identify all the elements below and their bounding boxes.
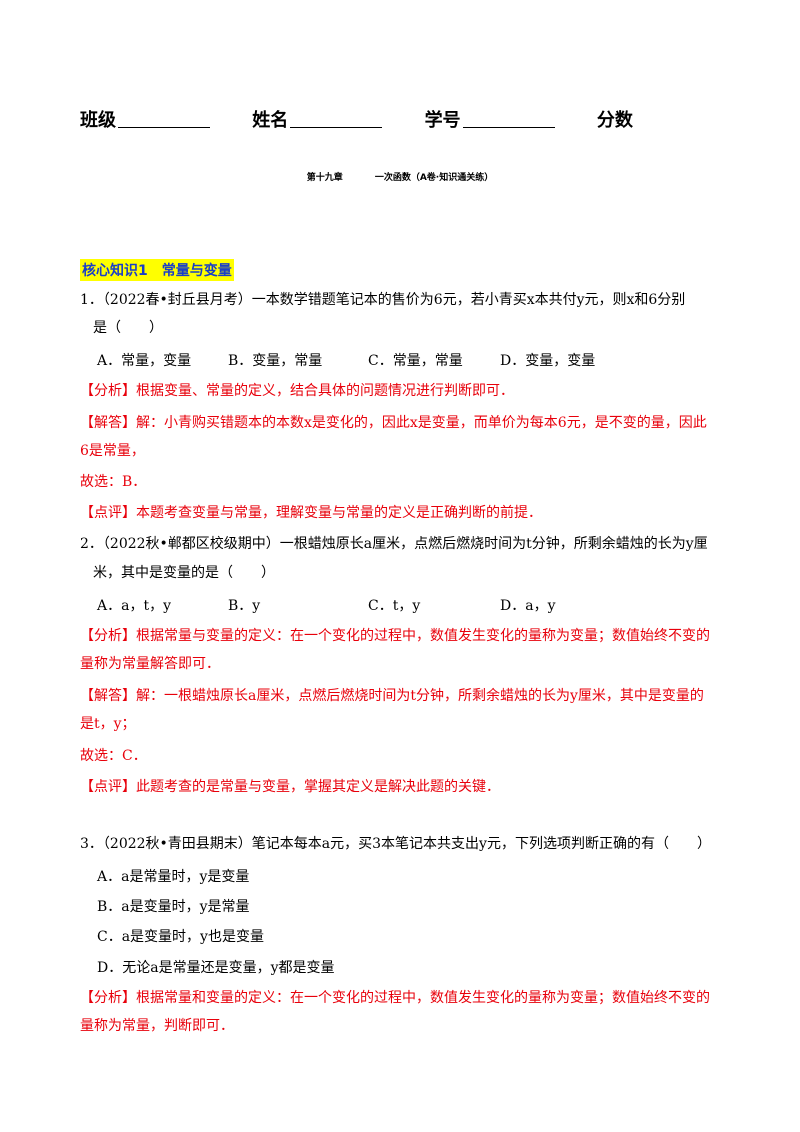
q2-option-b: B．y — [228, 598, 261, 614]
q1-option-b: B．变量，常量 — [228, 353, 323, 369]
class-field: 班级 — [80, 106, 210, 132]
q3-option-c: C．a是变量时，y也是变量 — [97, 929, 264, 945]
name-blank[interactable] — [290, 109, 383, 128]
q1-analysis: 【分析】根据变量、常量的定义，结合具体的问题情况进行判断即可． — [80, 383, 514, 399]
q3-option-b: B．a是变量时，y是常量 — [97, 899, 250, 915]
q3-analysis-line2: 量称为常量，判断即可． — [80, 1018, 234, 1034]
id-field: 学号 — [425, 106, 555, 132]
q2-option-a: A．a，t，y — [97, 598, 171, 614]
q2-solution-line2: 是t，y； — [80, 716, 136, 732]
student-info-header: 班级 姓名 学号 分数 — [80, 106, 669, 132]
name-field: 姓名 — [252, 106, 383, 132]
q1-stem-line2: 是（ ） — [93, 320, 163, 336]
page-title: 第十九章 一次函数（A卷·知识通关练） — [0, 170, 800, 183]
id-label: 学号 — [424, 110, 461, 131]
q2-analysis-line2: 量称为常量解答即可． — [80, 656, 220, 672]
q2-stem-line1: 2．（2022秋•郸都区校级期中）一根蜡烛原长a厘米，点燃后燃烧时间为t分钟，所… — [80, 536, 708, 552]
q1-answer: 故选：B． — [80, 474, 147, 490]
section-heading: 核心知识1 常量与变量 — [80, 259, 234, 281]
class-label: 班级 — [80, 110, 116, 131]
score-field: 分数 — [597, 106, 633, 132]
q2-analysis-line1: 【分析】根据常量与变量的定义：在一个变化的过程中，数值发生变化的量称为变量；数值… — [80, 628, 710, 644]
q2-comment: 【点评】此题考查的是常量与变量，掌握其定义是解决此题的关键． — [80, 779, 500, 795]
q2-stem-line2: 米，其中是变量的是（ ） — [93, 565, 275, 581]
q1-comment: 【点评】本题考查变量与常量，理解变量与常量的定义是正确判断的前提． — [80, 505, 542, 521]
id-blank[interactable] — [462, 109, 555, 128]
q1-option-a: A．常量，变量 — [97, 353, 192, 369]
q2-option-c: C．t，y — [368, 598, 421, 614]
chapter-label: 第十九章 — [306, 173, 343, 183]
q1-option-d: D．变量，变量 — [500, 353, 596, 369]
q1-solution-line1: 【解答】解：小青购买错题本的本数x是变化的，因此x是变量，而单价为每本6元，是不… — [80, 415, 707, 431]
q2-answer: 故选：C． — [80, 748, 147, 764]
name-label: 姓名 — [252, 110, 289, 131]
q2-solution-line1: 【解答】解：一根蜡烛原长a厘米，点燃后燃烧时间为t分钟，所剩余蜡烛的长为y厘米，… — [80, 688, 704, 704]
q1-solution-line2: 6是常量， — [80, 443, 145, 459]
q3-option-d: D．无论a是常量还是变量，y都是变量 — [97, 960, 335, 976]
q3-stem: 3．（2022秋•青田县期末）笔记本每本a元，买3本笔记本共支出y元，下列选项判… — [80, 836, 711, 852]
class-blank[interactable] — [118, 109, 210, 128]
q1-stem-line1: 1．（2022春•封丘县月考）一本数学错题笔记本的售价为6元，若小青买x本共付y… — [80, 292, 686, 308]
q1-option-c: C．常量，常量 — [368, 353, 463, 369]
score-label: 分数 — [596, 110, 633, 131]
q3-analysis-line1: 【分析】根据常量和变量的定义：在一个变化的过程中，数值发生变化的量称为变量；数值… — [80, 990, 710, 1006]
chapter-name: 一次函数（A卷·知识通关练） — [374, 173, 494, 183]
q3-option-a: A．a是常量时，y是变量 — [97, 869, 250, 885]
q2-option-d: D．a，y — [500, 598, 556, 614]
